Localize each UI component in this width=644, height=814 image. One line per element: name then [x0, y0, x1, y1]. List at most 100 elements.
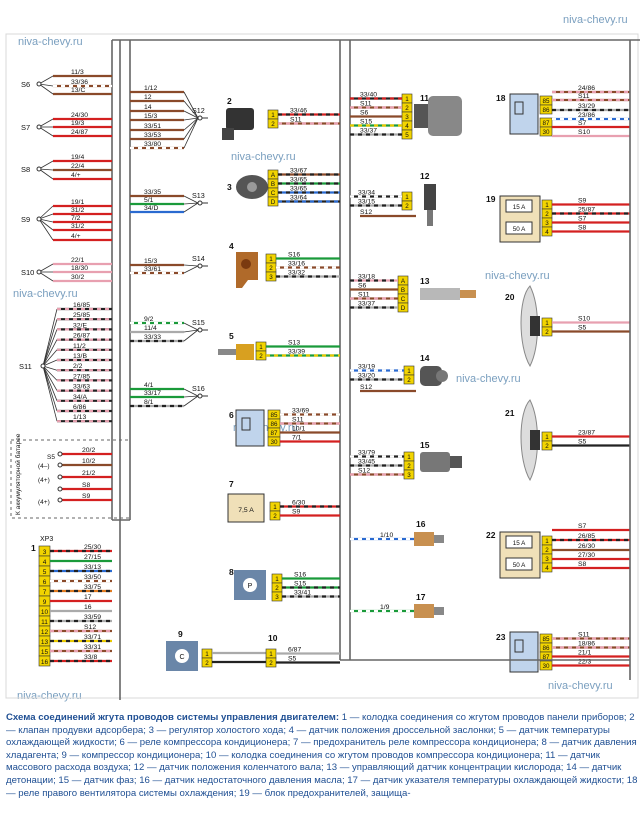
xp3-pin-label: 3 — [43, 549, 47, 556]
component-4-wire-label: S16 — [288, 252, 300, 259]
ground-s15-fan — [183, 329, 199, 342]
component-18-wire-label: S10 — [578, 129, 590, 136]
ground-s15-fan — [183, 329, 199, 333]
component-13-wire-label: S6 — [358, 283, 367, 290]
component-12-pin-label: 1 — [405, 194, 409, 201]
component-6-pin-label: 86 — [270, 421, 278, 428]
component-2-wire-label: S11 — [290, 117, 302, 124]
component-23-wire-label: 22/3 — [578, 659, 591, 666]
component-12-wire-label: 33/34 — [358, 190, 375, 197]
watermark-right: niva-chevy.ru — [548, 680, 613, 692]
ground-s11-fan — [42, 365, 58, 391]
component-8-wire-label: 33/41 — [294, 590, 311, 597]
component-20-pin-label: 1 — [545, 320, 549, 327]
ground-s12-wire-label: 33/80 — [144, 141, 161, 148]
ground-s9-fan — [38, 205, 54, 220]
component-23-coil — [514, 639, 524, 653]
component-8-number: 8 — [229, 567, 234, 577]
ground-s8-wire-label: 4/+ — [71, 172, 81, 179]
ground-s12-label: S12 — [192, 106, 205, 115]
ground-s13-wire-label: 34/D — [144, 205, 158, 212]
component-11-pin-label: 2 — [405, 105, 409, 112]
ground-s12-wire-label: 12 — [144, 94, 152, 101]
diagram-caption: Схема соединений жгута проводов системы … — [6, 712, 638, 800]
component-13-pin-label: B — [401, 287, 405, 294]
component-11-pin-label: 4 — [405, 123, 409, 130]
component-6-pin-label: 85 — [270, 412, 278, 419]
component-12-tip — [427, 210, 433, 226]
xp3-wire-label: 33/71 — [84, 634, 101, 641]
component-11-head — [414, 104, 428, 128]
ground-s10-fan — [38, 263, 54, 273]
component-15-wire-label: 33/45 — [358, 459, 375, 466]
ground-s11-wire-label: 16/85 — [73, 302, 90, 309]
component-8-pin-label: 2 — [275, 585, 279, 592]
ground-s9-wire-label: 7/2 — [71, 215, 81, 222]
ground-s14-wire-label: 33/61 — [144, 266, 161, 273]
ground-s16-fan — [183, 388, 199, 397]
component-22-number: 22 — [486, 530, 496, 540]
ground-s11-node — [40, 363, 46, 369]
component-18-pin-label: 86 — [542, 107, 550, 114]
component-10-pin-label: 1 — [269, 651, 273, 658]
component-22-wire-label: 27/30 — [578, 552, 595, 559]
ground-s15-node — [197, 327, 203, 333]
component-16-tip — [434, 535, 444, 543]
component-22-fuse2 — [505, 557, 533, 571]
ground-s10-node — [36, 269, 42, 275]
component-18-wire-label: S11 — [578, 93, 590, 100]
component-23-number: 23 — [496, 632, 506, 642]
component-13-pin-label: A — [401, 278, 406, 285]
xp3-wire-label: 25/30 — [84, 544, 101, 551]
component-4-number: 4 — [229, 241, 234, 251]
ground-s10-label: S10 — [21, 268, 34, 277]
component-12-pin-label: 2 — [405, 203, 409, 210]
battery-terminal — [57, 462, 63, 468]
ground-s11-fan — [42, 365, 58, 422]
component-7-body — [227, 493, 265, 523]
xp3-wire-label: 33/13 — [84, 564, 101, 571]
ground-s11-wire-label: 27/85 — [73, 373, 90, 380]
component-23-wire-label: S11 — [578, 632, 590, 639]
ground-s14-fan — [183, 264, 199, 267]
xp3-pin-label: 4 — [43, 559, 47, 566]
component-6-body — [235, 409, 265, 447]
component-20-motor — [530, 316, 540, 336]
component-13-wire-label: 33/18 — [358, 274, 375, 281]
component-20-number: 20 — [505, 292, 515, 302]
component-7-pin-label: 2 — [273, 513, 277, 520]
ground-s7-wire-label: 24/30 — [71, 112, 88, 119]
xp3-wire-label: 27/15 — [84, 554, 101, 561]
xp3-wire-label: 33/31 — [84, 644, 101, 651]
ground-s11-fan — [42, 365, 58, 412]
ground-s12-node — [197, 115, 203, 121]
ground-s16-label: S16 — [192, 384, 205, 393]
component-19-fuse2-label: 50 A — [513, 226, 526, 233]
component-11-pin-label: 3 — [405, 114, 409, 121]
component-2-number: 2 — [227, 96, 232, 106]
xp3-wire-label: 17 — [84, 594, 92, 601]
component-11-wire-label: 33/40 — [360, 92, 377, 99]
component-9-pin-label: 1 — [205, 651, 209, 658]
component-4-shaft — [241, 259, 251, 269]
component-17-wire-label: 1/9 — [380, 604, 390, 611]
component-19-wire-label: S8 — [578, 225, 587, 232]
component-3-pin-label: B — [271, 181, 275, 188]
component-15-tip — [450, 456, 462, 468]
component-9-number: 9 — [178, 629, 183, 639]
component-18b-pin-label: 87 — [542, 120, 550, 127]
component-22-wire-label: 26/85 — [578, 533, 595, 540]
component-3-wire-label: 33/65 — [290, 186, 307, 193]
ground-s8-node — [36, 166, 42, 172]
caption-body: 1 — колодка соединения со жгутом проводо… — [6, 712, 638, 799]
ground-s10-fan — [38, 271, 54, 282]
ground-s6-fan — [38, 75, 54, 85]
ground-s11-fan — [42, 365, 58, 401]
component-18-body — [509, 93, 539, 135]
component-3-number: 3 — [227, 182, 232, 192]
component-16-wire-label: 1/10 — [380, 532, 393, 539]
component-17-tip — [434, 607, 444, 615]
xp3-title: XP3 — [40, 536, 53, 543]
xp3-wire-label: 33/75 — [84, 584, 101, 591]
component-9-dial — [175, 649, 189, 663]
